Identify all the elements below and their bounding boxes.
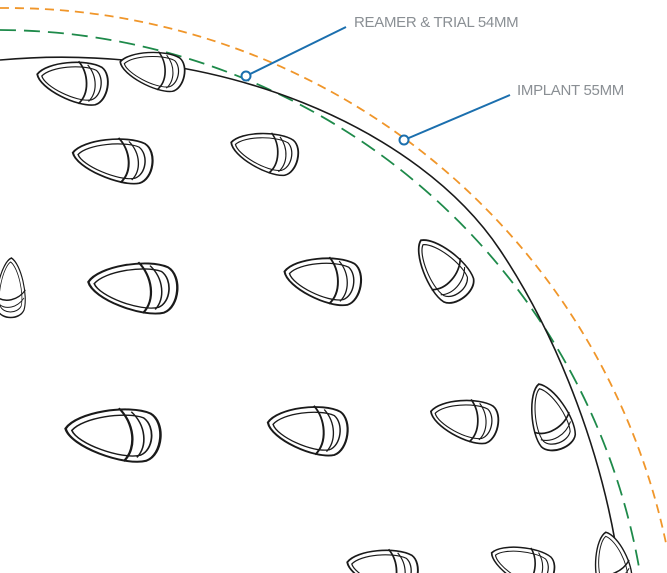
reamer-trial-label: REAMER & TRIAL 54MM <box>354 14 519 31</box>
tooth <box>0 257 27 319</box>
tooth <box>425 390 503 449</box>
cutting-teeth <box>0 43 636 573</box>
leader-dot-icon <box>240 70 252 82</box>
leader-reamer-trial <box>240 26 347 82</box>
tooth <box>84 256 181 318</box>
implant-ring <box>0 7 667 549</box>
tooth <box>342 541 423 573</box>
tooth <box>32 53 113 110</box>
tooth <box>263 398 352 460</box>
tooth <box>586 527 636 573</box>
tooth <box>68 130 157 188</box>
tooth <box>279 248 366 310</box>
leader-implant <box>398 94 511 146</box>
reamer-trial-ring <box>0 29 641 573</box>
tooth <box>402 227 482 312</box>
tooth <box>115 43 189 96</box>
reamer-head-outline <box>0 56 621 573</box>
leader-dot-icon <box>398 134 410 146</box>
tooth <box>225 123 304 181</box>
tooth <box>484 534 561 573</box>
implant-label: IMPLANT 55MM <box>517 82 624 99</box>
tooth <box>61 402 164 466</box>
